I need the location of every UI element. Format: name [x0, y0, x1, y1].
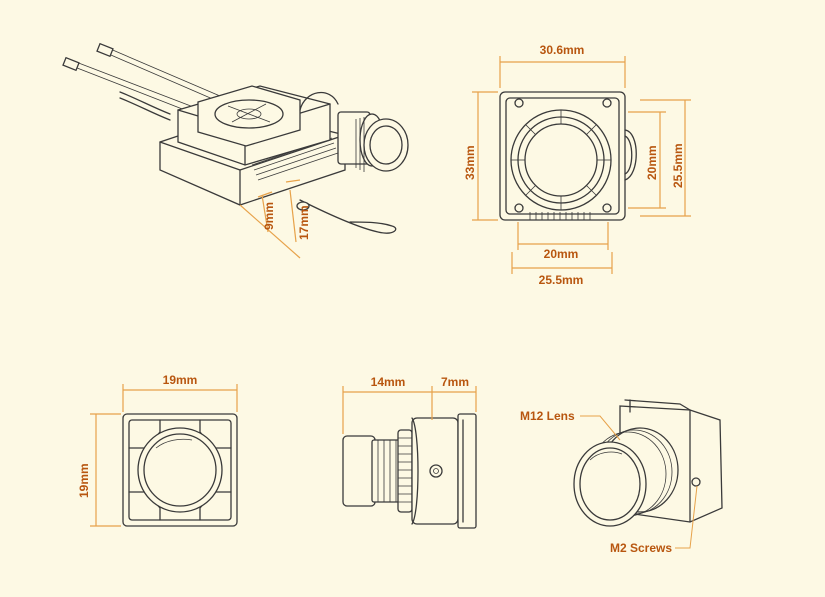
iso-dim-a-label: 9mm: [262, 202, 276, 230]
front-view-drawing: [90, 384, 238, 527]
power-pigtail: [299, 199, 397, 234]
antenna-cable-1: [71, 65, 191, 113]
front-lens: [143, 433, 217, 507]
dim-height-left: [472, 91, 498, 221]
camera-lens: [573, 441, 647, 527]
side-screw: [429, 464, 443, 478]
side-lens-length-label: 14mm: [371, 375, 406, 389]
top-view-drawing: [472, 56, 691, 274]
top-fan-frame-label: 25.5mm: [671, 143, 685, 188]
top-height-label: 33mm: [463, 145, 477, 180]
iso-camera: [337, 111, 409, 172]
mount-hole: [514, 203, 524, 213]
top-view-fins: [529, 212, 591, 220]
antenna-connector-1: [62, 56, 80, 72]
front-width-label: 19mm: [163, 373, 198, 387]
mount-hole: [514, 98, 524, 108]
dim-bottom-outer: [511, 252, 613, 274]
dim-width-top: [499, 56, 626, 88]
front-height-label: 19mm: [77, 463, 91, 498]
antenna-connector-2: [96, 42, 114, 58]
screws-callout-label: M2 Screws: [610, 541, 672, 555]
screws-callout-leader: [675, 485, 698, 549]
mount-hole: [602, 203, 612, 213]
side-lens-ring: [397, 429, 413, 513]
mount-hole: [602, 98, 612, 108]
front-dim-width: [122, 384, 238, 412]
lens-callout-leader: [580, 415, 621, 441]
lens-callout-label: M12 Lens: [520, 409, 575, 423]
camera-screw: [691, 477, 701, 487]
side-body: [411, 417, 459, 525]
front-dim-height: [90, 413, 121, 527]
side-dim-body: [432, 386, 477, 412]
iso-dim-b-label: 17mm: [297, 205, 311, 240]
dim-fan-frame: [640, 99, 691, 217]
side-body-length-label: 7mm: [441, 375, 469, 389]
side-lens-barrel: [342, 435, 376, 507]
side-view-drawing: [342, 386, 477, 529]
camera-iso-drawing: [573, 399, 723, 549]
cooling-fan: [197, 85, 301, 147]
top-bottom-inner-label: 20mm: [544, 247, 579, 261]
dim-fan-height: [628, 111, 666, 209]
side-back-plate: [457, 413, 477, 529]
dim-bottom-inner: [517, 222, 609, 250]
top-bottom-outer-label: 25.5mm: [539, 273, 584, 287]
antenna-cable-2: [103, 51, 216, 101]
iso-assembly-drawing: [62, 42, 409, 259]
top-fan-height-label: 20mm: [645, 145, 659, 180]
top-width-label: 30.6mm: [540, 43, 585, 57]
front-lens-ring: [137, 427, 223, 513]
